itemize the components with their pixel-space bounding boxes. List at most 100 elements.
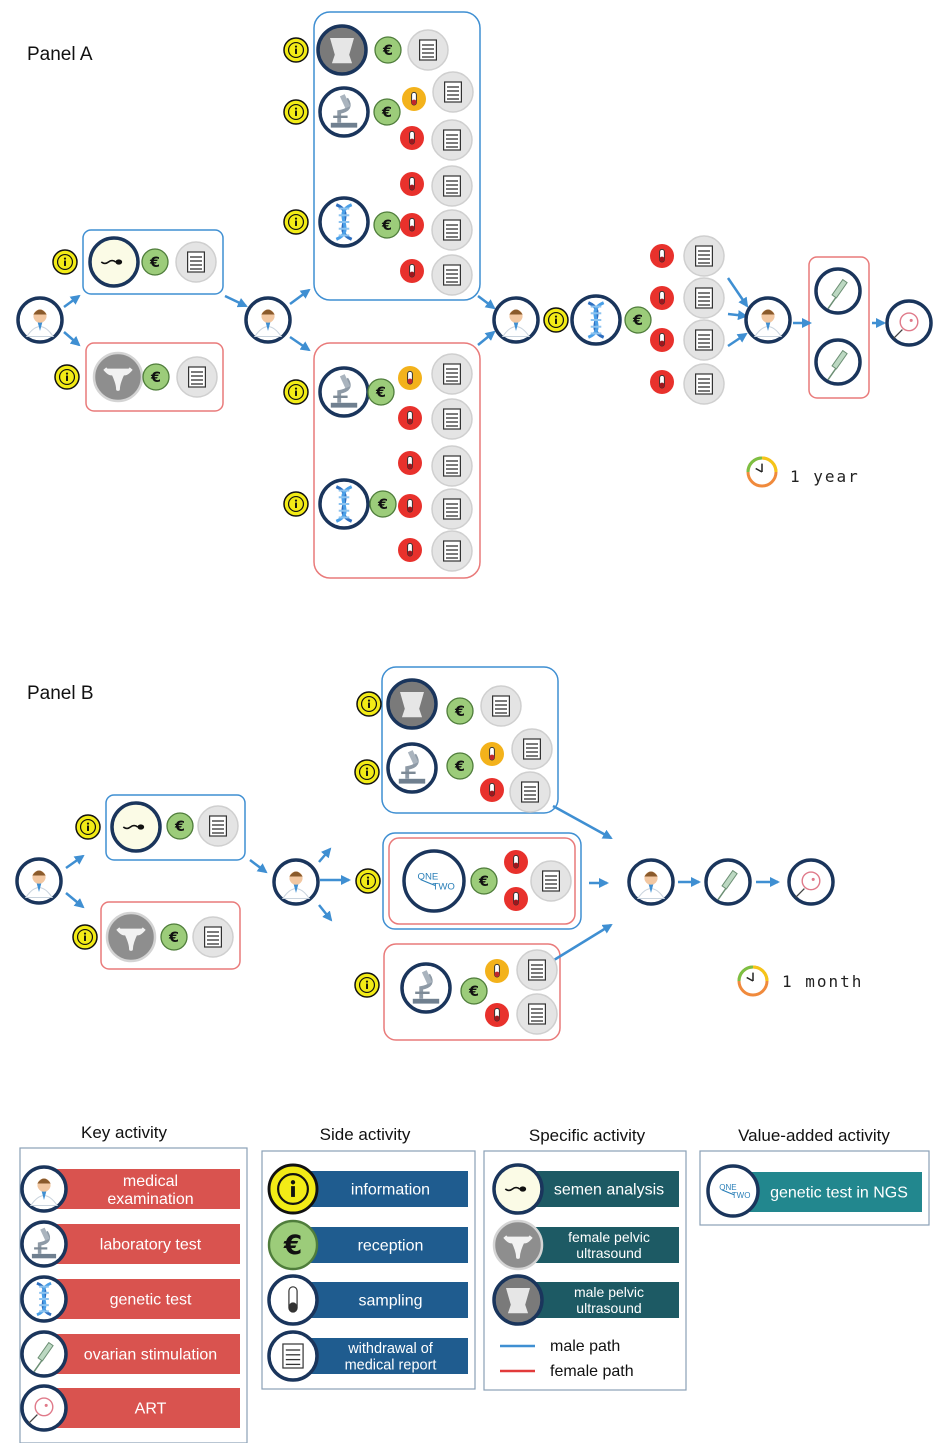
test-tube-icon	[398, 451, 422, 475]
report-icon	[431, 353, 473, 395]
uterus-icon	[92, 351, 144, 403]
syringe-icon	[704, 858, 752, 906]
info-icon	[354, 759, 380, 785]
report-icon	[176, 356, 218, 398]
egg-cell-icon	[787, 858, 835, 906]
test-tube-icon	[504, 850, 528, 874]
flow-arrow	[289, 335, 311, 352]
legend-specific-2-label: female pelvic	[568, 1229, 650, 1245]
svg-text:€: €	[632, 313, 643, 329]
report-icon	[431, 254, 473, 296]
report-icon	[511, 728, 553, 770]
sperm-icon	[88, 236, 140, 288]
svg-text:€: €	[168, 930, 179, 946]
euro-icon: €	[160, 923, 188, 951]
legend-side-3: sampling	[293, 1282, 468, 1318]
microscope-icon	[20, 1220, 68, 1268]
info-icon	[72, 924, 98, 950]
legend-key-2-label: laboratory test	[100, 1237, 202, 1254]
legend-key-1-label-2: examination	[107, 1191, 193, 1208]
flow-arrow	[477, 295, 496, 310]
report-icon	[516, 993, 558, 1035]
report-icon	[407, 29, 449, 71]
report-icon	[431, 398, 473, 440]
clock-icon	[737, 965, 769, 997]
test-tube-icon	[480, 778, 504, 802]
test-tube-icon	[650, 370, 674, 394]
doctor-icon	[16, 296, 64, 344]
legend-key-5-label: ART	[135, 1401, 167, 1418]
svg-text:€: €	[468, 984, 479, 1000]
microscope-icon	[318, 366, 370, 418]
test-tube-icon	[398, 538, 422, 562]
info-icon	[75, 814, 101, 840]
legend-side-2: reception	[293, 1227, 468, 1263]
info-icon	[283, 99, 309, 125]
info-icon	[356, 691, 382, 717]
test-tube-icon	[504, 887, 528, 911]
legend-side-1-label: information	[351, 1182, 430, 1199]
info-icon	[283, 379, 309, 405]
info-icon	[283, 491, 309, 517]
svg-text:€: €	[454, 704, 465, 720]
info-icon	[543, 307, 569, 333]
dna-icon	[20, 1275, 68, 1323]
report-icon	[431, 165, 473, 207]
flow-arrow	[727, 332, 748, 348]
euro-icon: €	[446, 752, 474, 780]
test-tube-icon	[400, 259, 424, 283]
svg-text:TWO: TWO	[433, 881, 455, 892]
legend-key-5: ART	[41, 1388, 240, 1428]
flow-arrow	[249, 859, 268, 874]
legend-side-3-label: sampling	[358, 1293, 422, 1310]
uterus-icon	[105, 911, 157, 963]
legend-value-title: Value-added activity	[738, 1126, 890, 1145]
report-icon	[431, 445, 473, 487]
report-icon	[683, 277, 725, 319]
sperm-icon	[110, 801, 162, 853]
syringe-icon	[814, 267, 862, 315]
legend-key-title: Key activity	[81, 1123, 167, 1142]
svg-text:€: €	[381, 218, 392, 234]
test-tube-icon	[398, 494, 422, 518]
flow-arrow	[726, 277, 749, 308]
euro-icon: €	[460, 977, 488, 1005]
flow-arrow	[63, 331, 81, 347]
report-icon	[509, 771, 551, 813]
legend-specific-2-label-2: ultrasound	[576, 1245, 641, 1261]
report-icon	[432, 71, 474, 113]
test-tube-icon	[650, 244, 674, 268]
panel-a-duration: 1 year	[790, 467, 860, 486]
report-icon	[197, 805, 239, 847]
euro-icon: €	[166, 812, 194, 840]
legend-key-2: laboratory test	[41, 1224, 240, 1264]
euro-icon: €	[470, 867, 498, 895]
flow-arrow	[289, 288, 311, 306]
sperm-icon	[492, 1163, 544, 1215]
report-icon	[431, 209, 473, 251]
microscope-icon	[386, 742, 438, 794]
doctor-icon	[272, 858, 320, 906]
test-tube-icon	[402, 87, 426, 111]
legend-side-4-label: withdrawal of	[347, 1341, 434, 1357]
report-icon	[431, 488, 473, 530]
test-tube-icon	[400, 126, 424, 150]
legend-value-1-label: genetic test in NGS	[770, 1185, 908, 1202]
flow-arrow	[224, 294, 248, 308]
euro-icon: €	[267, 1219, 319, 1271]
clock-icon	[746, 456, 778, 488]
report-icon	[683, 363, 725, 405]
info-icon	[354, 972, 380, 998]
svg-text:€: €	[454, 759, 465, 775]
legend-key-4-label: ovarian stimulation	[84, 1347, 217, 1364]
legend-specific-1: semen analysis	[519, 1171, 679, 1207]
doctor-icon	[492, 296, 540, 344]
flow-arrow	[65, 892, 85, 909]
svg-text:€: €	[478, 874, 489, 890]
doctor-icon	[20, 1165, 68, 1213]
svg-text:€: €	[149, 255, 160, 271]
microscope-icon	[400, 962, 452, 1014]
